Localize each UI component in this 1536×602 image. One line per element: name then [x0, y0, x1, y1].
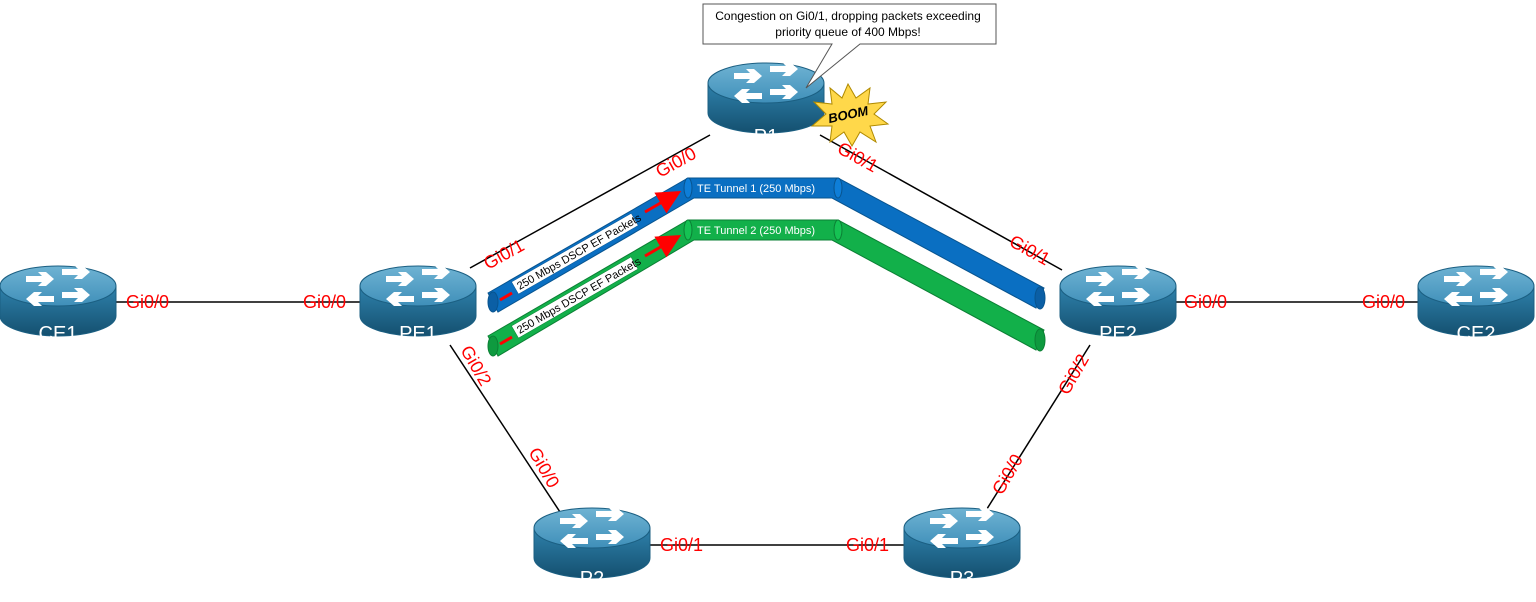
router-label-p3: P3 — [950, 568, 974, 590]
te-tunnel-2: TE Tunnel 2 (250 Mbps) 250 Mbps DSCP EF … — [487, 219, 1046, 357]
iface-p3-gi01: Gi0/1 — [846, 535, 889, 555]
router-pe2[interactable]: PE2 — [1059, 264, 1177, 345]
interface-labels: Gi0/0 Gi0/0 Gi0/1 Gi0/0 Gi0/1 Gi0/1 Gi0/… — [126, 138, 1405, 555]
callout-line-2: priority queue of 400 Mbps! — [775, 25, 920, 39]
link-p3-pe2 — [984, 344, 1091, 513]
iface-p2-gi01: Gi0/1 — [660, 535, 703, 555]
router-label-ce2: CE2 — [1457, 323, 1496, 345]
iface-ce2-gi00: Gi0/0 — [1362, 292, 1405, 312]
router-label-p1: P1 — [754, 126, 778, 148]
callout-line-1: Congestion on Gi0/1, dropping packets ex… — [715, 9, 981, 23]
te-tunnel-2-arrow-tail — [499, 335, 513, 346]
te-tunnel-2-label: TE Tunnel 2 (250 Mbps) — [697, 225, 815, 237]
link-p1-pe2 — [819, 134, 1063, 271]
router-p3[interactable]: P3 — [903, 506, 1021, 590]
router-icon — [707, 61, 825, 134]
router-label-pe1: PE1 — [399, 323, 437, 345]
link-pe1-p2 — [449, 344, 561, 513]
router-label-ce1: CE1 — [39, 323, 78, 345]
iface-p1-gi00: Gi0/0 — [652, 143, 699, 181]
router-label-p2: P2 — [580, 568, 604, 590]
iface-p3-gi00: Gi0/0 — [988, 451, 1027, 498]
te-tunnel-2-arrow — [644, 234, 682, 258]
links — [112, 134, 1420, 546]
iface-pe2-gi01: Gi0/1 — [1006, 231, 1053, 269]
router-ce2[interactable]: CE2 — [1417, 264, 1535, 345]
router-pe1[interactable]: PE1 — [359, 264, 477, 345]
te-tunnel-1-arrow-tail — [499, 291, 513, 302]
router-ce1[interactable]: CE1 — [0, 264, 117, 345]
iface-pe1-gi00: Gi0/0 — [303, 292, 346, 312]
router-label-pe2: PE2 — [1099, 323, 1137, 345]
iface-pe2-gi02: Gi0/2 — [1054, 351, 1093, 398]
iface-pe1-gi01: Gi0/1 — [480, 235, 527, 273]
link-pe1-p1 — [469, 134, 711, 269]
iface-ce1-gi00: Gi0/0 — [126, 292, 169, 312]
te-tunnel-1-label: TE Tunnel 1 (250 Mbps) — [697, 183, 815, 195]
iface-pe2-gi00: Gi0/0 — [1184, 292, 1227, 312]
congestion-callout: Congestion on Gi0/1, dropping packets ex… — [702, 3, 997, 89]
te-tunnel-1-arrow — [644, 190, 682, 214]
iface-p1-gi01: Gi0/1 — [834, 138, 881, 176]
explosion-icon: BOOM — [810, 82, 890, 148]
router-p1[interactable]: P1 — [707, 61, 825, 148]
router-p2[interactable]: P2 — [533, 506, 651, 590]
